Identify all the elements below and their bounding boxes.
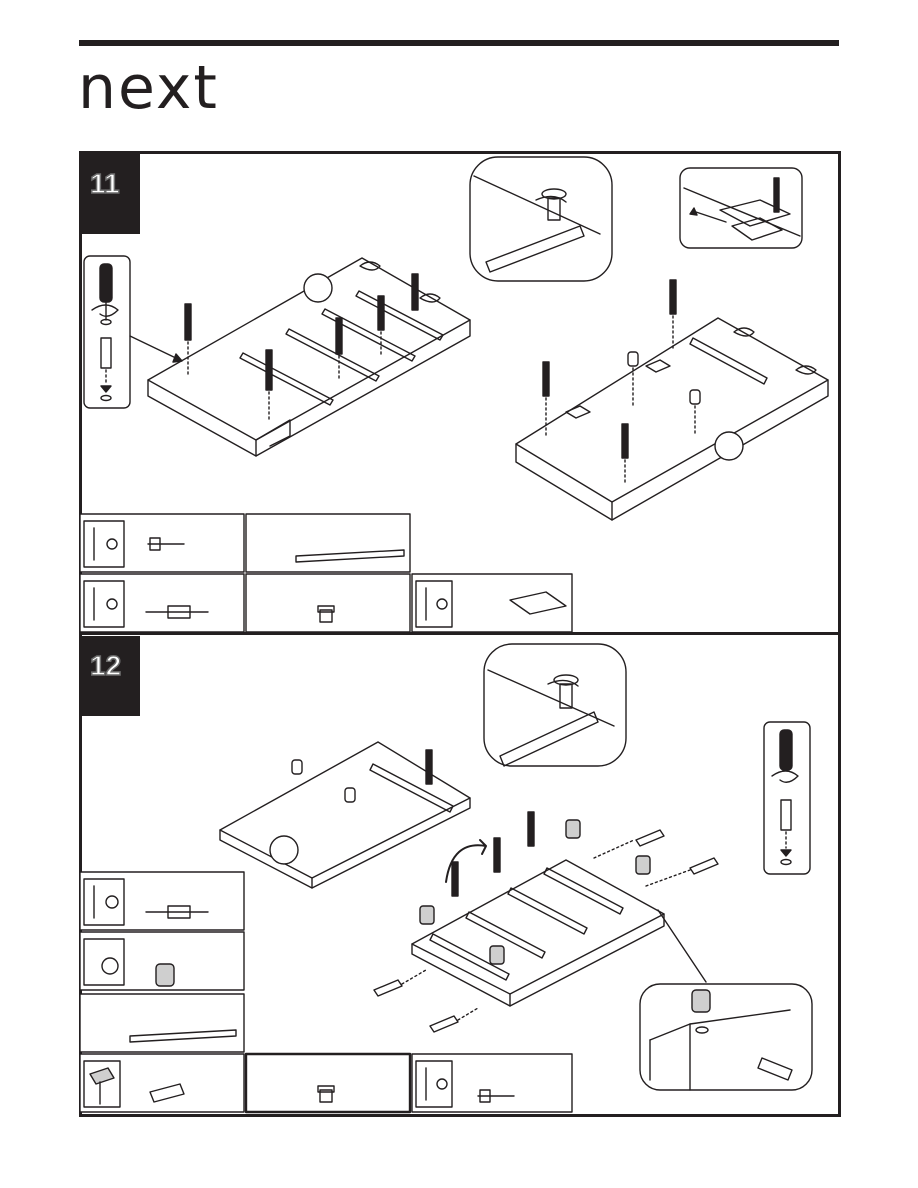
parts-list-11 [80, 514, 572, 632]
panel-11-left [148, 258, 470, 456]
panel-11-right [516, 280, 828, 520]
detail-screw-runner-11 [470, 157, 612, 281]
panel-12-top [220, 742, 470, 888]
detail-screw-runner-12 [484, 644, 626, 766]
parts-list-12 [80, 872, 572, 1112]
detail-cam-lock-12 [640, 984, 812, 1090]
screwdriver-callout-11 [84, 256, 182, 408]
detail-hinge-plate-11 [680, 168, 802, 248]
screwdriver-callout-12 [764, 722, 810, 874]
